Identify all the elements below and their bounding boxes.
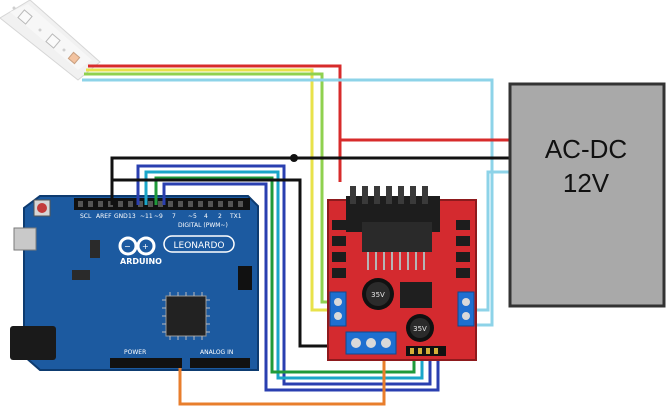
digital-header-label: DIGITAL (PWM~)	[178, 222, 228, 229]
led-chip	[45, 33, 61, 49]
analog-header	[190, 358, 250, 368]
control-pin-header	[406, 346, 446, 356]
svg-text:−: −	[124, 242, 131, 251]
reset-button	[37, 203, 47, 213]
arduino-logo: − + ARDUINO	[118, 236, 162, 266]
wire-blue-1	[136, 164, 432, 386]
usb-port	[13, 227, 37, 251]
power-header	[110, 358, 182, 368]
pin-label: ~5	[188, 213, 197, 220]
psu-label-line1: AC-DC	[545, 134, 627, 164]
wire-blue-2	[162, 182, 440, 392]
led-chip	[17, 9, 33, 25]
psu-label-line2: 12V	[563, 168, 610, 198]
wire-teal	[144, 170, 424, 380]
wire-yellow	[86, 68, 336, 312]
voltage-regulator	[400, 282, 432, 308]
wire-green	[154, 176, 416, 374]
wire-psu-red	[338, 138, 512, 182]
terminal-left	[329, 291, 347, 327]
component	[72, 270, 90, 280]
wire-black-gnd	[110, 178, 370, 348]
signal-wires	[110, 164, 440, 406]
analog-header-label: ANALOG IN	[200, 349, 233, 356]
arduino-brand: ARDUINO	[120, 257, 162, 266]
pin-label: ~11	[140, 213, 153, 220]
power-header-label: POWER	[124, 349, 146, 356]
pin-label: 7	[172, 213, 176, 220]
board-model: LEONARDO	[174, 241, 225, 251]
pin-label: SCL	[80, 213, 92, 220]
icsp-header	[238, 266, 252, 290]
capacitor-1: 35V	[362, 278, 394, 310]
component	[90, 240, 100, 258]
led-contact	[67, 51, 81, 65]
pin-label: GND	[114, 213, 128, 220]
wire-lightblue	[82, 78, 494, 327]
pin-label: TX1	[229, 213, 242, 220]
led-strip	[0, 0, 101, 81]
svg-text:+: +	[142, 242, 149, 251]
pin-label: ~9	[154, 213, 163, 220]
arduino-board: SCL AREF GND 13 ~11 ~9 7 ~5 4 2 TX1 DIGI…	[10, 195, 259, 371]
pin-label: 13	[128, 213, 136, 220]
svg-text:35V: 35V	[371, 291, 385, 299]
terminal-right	[457, 291, 475, 327]
pin-label: 4	[204, 213, 208, 220]
capacitor-2: 35V	[406, 314, 434, 342]
pin-label: 2	[218, 213, 222, 220]
power-jack	[10, 326, 56, 360]
junction-dot	[290, 154, 298, 162]
microcontroller-chip	[165, 295, 207, 337]
wire-orange	[178, 350, 386, 406]
pin-label: AREF	[96, 213, 112, 220]
terminal-bottom	[345, 331, 397, 355]
driver-ic	[362, 222, 432, 252]
motor-driver-board: 35V 35V	[327, 186, 477, 361]
power-supply: AC-DC 12V	[508, 82, 666, 308]
svg-text:35V: 35V	[413, 325, 427, 333]
